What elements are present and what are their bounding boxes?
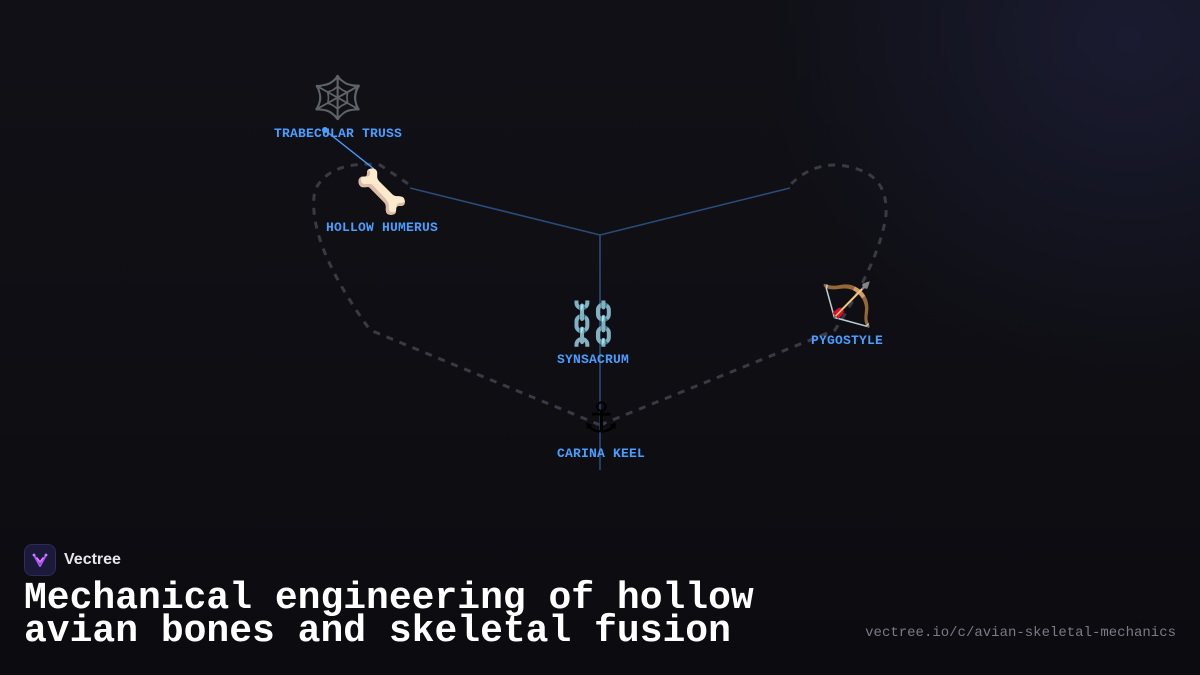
connector-hub-right	[599, 187, 791, 236]
node-hollow-humerus[interactable]: 🦴 HOLLOW HUMERUS	[325, 167, 439, 236]
page-url[interactable]: vectree.io/c/avian-skeletal-mechanics	[865, 625, 1176, 641]
vectree-logo-icon	[24, 544, 56, 576]
node-trabecular-truss[interactable]: 🕸️ TRABECULAR TRUSS	[273, 73, 403, 142]
brand[interactable]: Vectree	[24, 544, 121, 576]
node-carina-keel[interactable]: ⚓ CARINA KEEL	[556, 393, 646, 462]
brand-name: Vectree	[64, 551, 121, 568]
chain-icon: ⛓️	[566, 299, 620, 348]
connector-humerus-hub	[409, 187, 601, 236]
node-label: CARINA KEEL	[556, 446, 646, 461]
node-label: SYNSACRUM	[556, 352, 630, 367]
node-label: HOLLOW HUMERUS	[325, 220, 439, 235]
node-synsacrum[interactable]: ⛓️ SYNSACRUM	[556, 299, 630, 368]
connector-truss-humerus	[325, 130, 375, 170]
node-pygostyle[interactable]: 🏹 PYGOSTYLE	[810, 280, 884, 349]
page-title: Mechanical engineering of hollow avian b…	[24, 577, 754, 653]
connector-truss-dot	[322, 127, 328, 133]
node-label: TRABECULAR TRUSS	[273, 126, 403, 141]
spider-web-icon: 🕸️	[311, 73, 365, 122]
node-label: PYGOSTYLE	[810, 333, 884, 348]
bow-and-arrow-icon: 🏹	[820, 280, 874, 329]
anchor-icon: ⚓	[582, 393, 620, 442]
bone-icon: 🦴	[355, 167, 409, 216]
skeleton-outline	[312, 162, 888, 427]
